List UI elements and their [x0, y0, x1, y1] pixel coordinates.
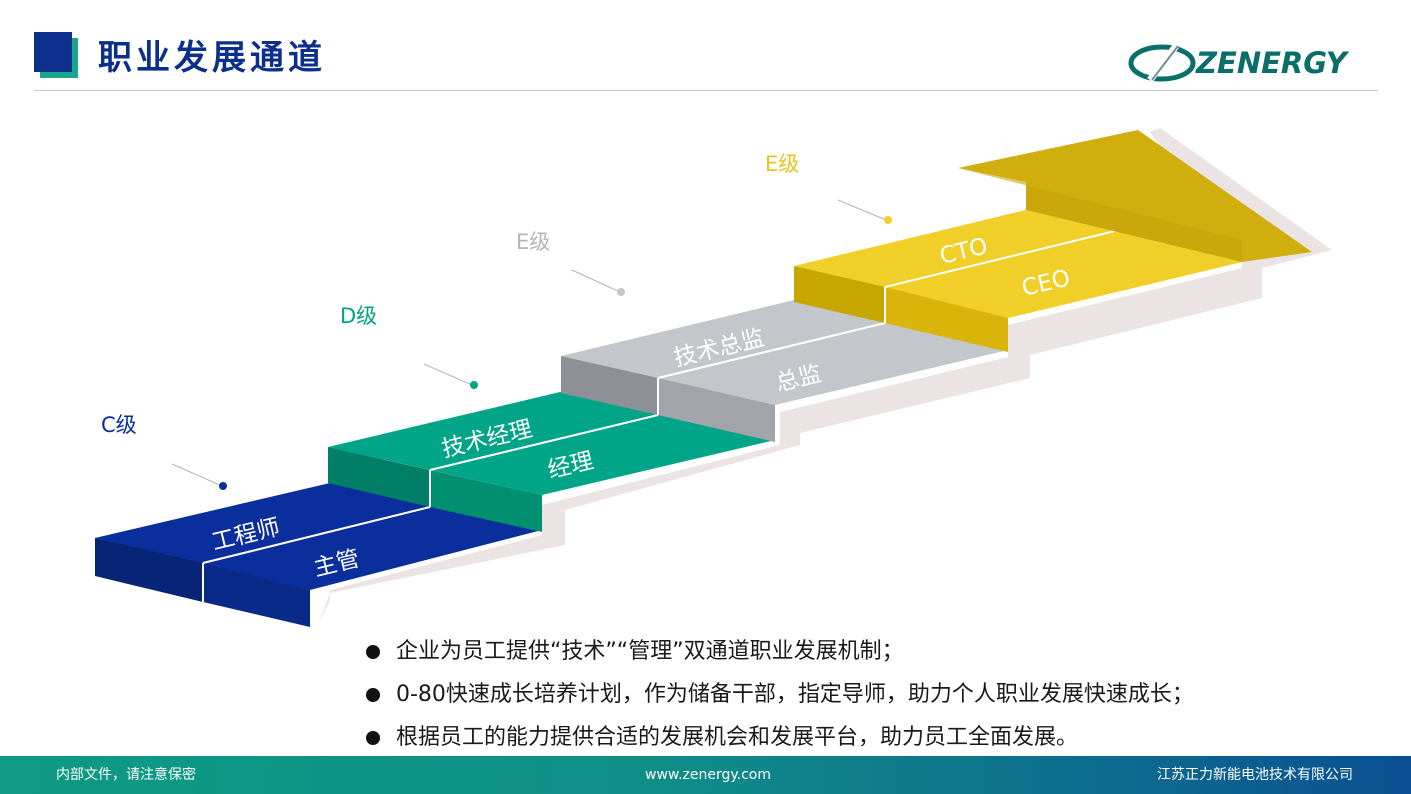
arrow-head-highlight [958, 168, 1242, 262]
d-level-dot [470, 381, 478, 389]
description-list: 企业为员工提供“技术”“管理”双通道职业发展机制； 0-80快速成长培养计划，作… [364, 630, 1194, 759]
d-level-pointer [423, 363, 473, 386]
zenergy-logo [1128, 43, 1196, 83]
e-level-dot-gray [617, 288, 625, 296]
level-label-e-yellow: E级 [765, 152, 800, 176]
green-step-front-right [430, 470, 542, 532]
blue-step-top [95, 483, 542, 590]
level-label-d: D级 [340, 304, 378, 328]
c-level-dot [219, 482, 227, 490]
bullet-icon [366, 645, 380, 659]
gray-step-top [561, 300, 1008, 405]
green-step-divider [429, 414, 659, 471]
footer-website: www.zenergy.com [645, 767, 771, 783]
green-step-front-left [328, 447, 430, 507]
yellow-step-front-left [794, 266, 885, 323]
logo-text: ZENERGY [1196, 46, 1347, 80]
list-item: 0-80快速成长培养计划，作为储备干部，指定导师，助力个人职业发展快速成长； [364, 673, 1194, 716]
green-step-top [328, 392, 775, 495]
c-level-pointer [171, 463, 223, 487]
level-label-c: C级 [101, 413, 137, 437]
footer-company: 江苏正力新能电池技术有限公司 [1157, 767, 1353, 783]
blue-step-front-left [95, 538, 203, 602]
list-item: 企业为员工提供“技术”“管理”双通道职业发展机制； [364, 630, 1194, 673]
yellow-step-divider [884, 230, 1116, 288]
yellow-step-front-right [885, 287, 1008, 352]
blue-step-front-right [203, 563, 310, 627]
header-divider [34, 90, 1378, 91]
gray-step-divider [657, 322, 886, 379]
gray-step-front-left [561, 356, 658, 415]
yellow-step-top [794, 210, 1242, 318]
bullet-icon [366, 688, 380, 702]
footer-bar: 内部文件，请注意保密 www.zenergy.com 江苏正力新能电池技术有限公… [0, 756, 1411, 794]
page-title: 职业发展通道 [98, 38, 326, 78]
bullet-icon [366, 731, 380, 745]
stair-shadow [318, 128, 1332, 625]
career-staircase: 工程师 主管 技术经理 经理 技术总监 总监 CTO CEO [95, 128, 1332, 627]
e-level-pointer-gray [571, 269, 621, 293]
list-item: 根据员工的能力提供合适的发展机会和发展平台，助力员工全面发展。 [364, 716, 1194, 759]
e-level-pointer-yellow [837, 199, 887, 221]
blue-step-divider [202, 506, 431, 564]
title-accent-square-front [34, 32, 72, 72]
level-label-e-gray: E级 [516, 230, 551, 254]
gray-step-front-right [658, 378, 775, 442]
e-level-dot-yellow [884, 216, 892, 224]
arrow-head [958, 130, 1312, 262]
footer-confidential: 内部文件，请注意保密 [56, 767, 196, 783]
